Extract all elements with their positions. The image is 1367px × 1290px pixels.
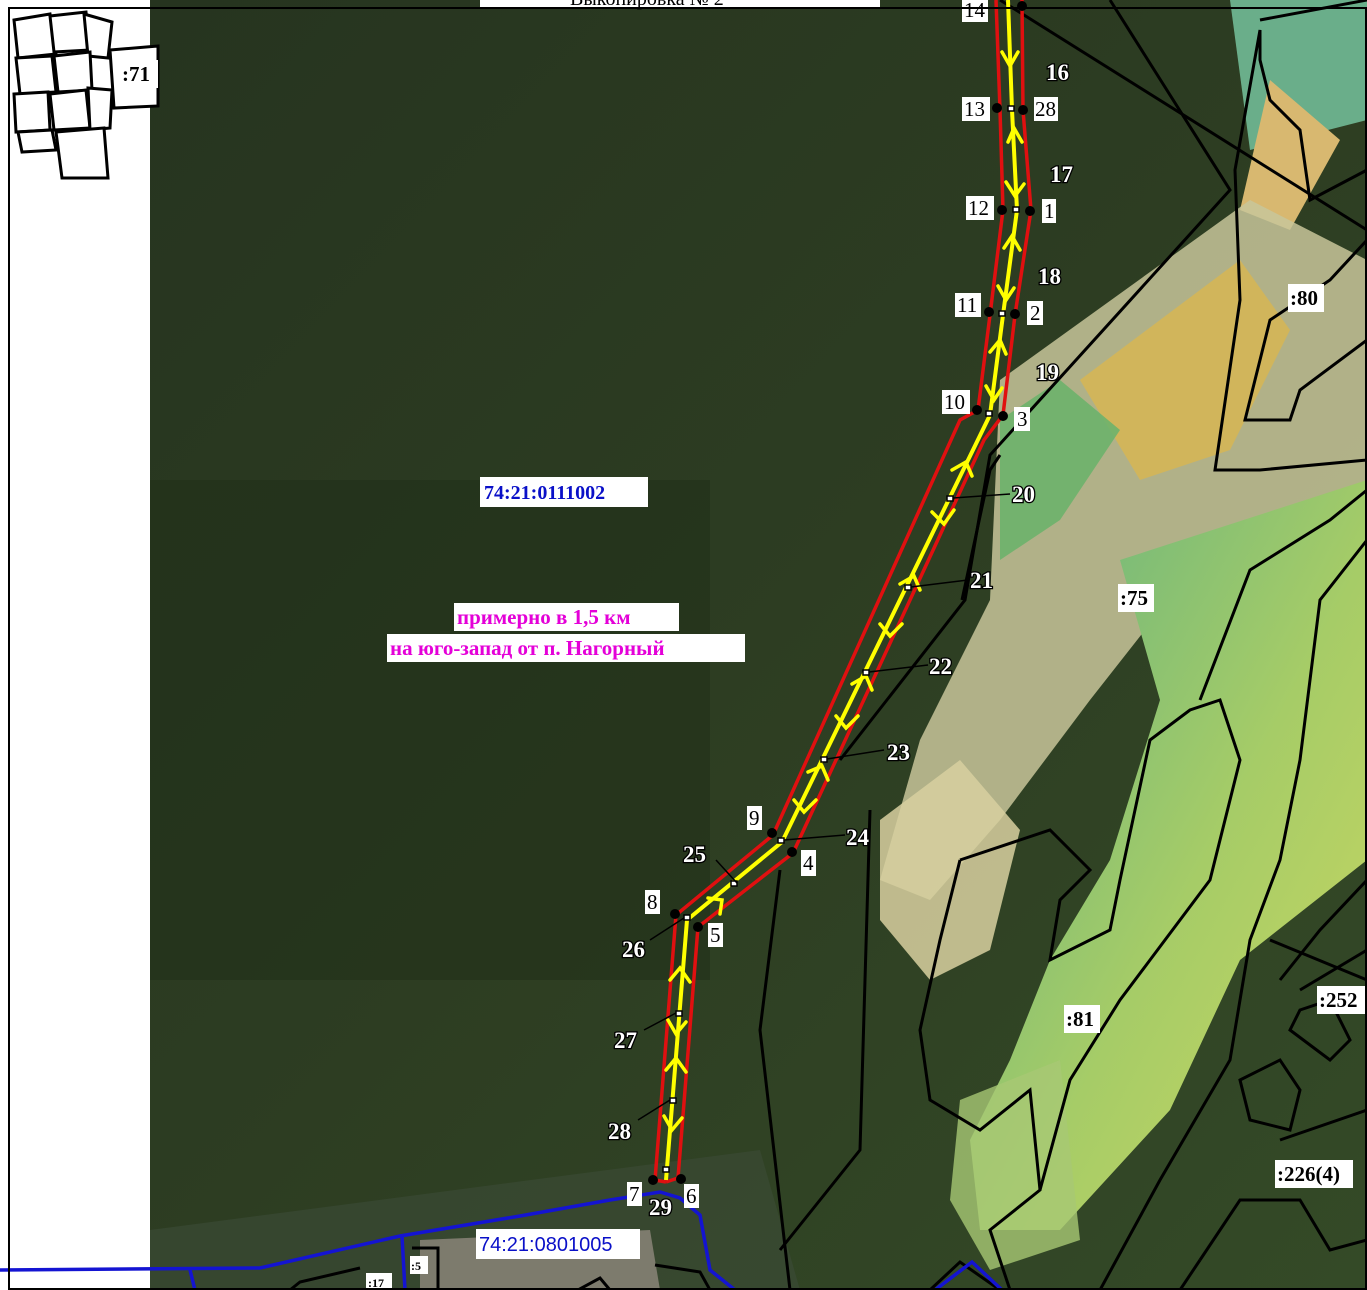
segment-label-29: 29 — [649, 1195, 672, 1220]
point-label-12: 12 — [968, 196, 989, 220]
parcel-label-80: :80 — [1290, 286, 1318, 310]
point-label-10: 10 — [944, 390, 965, 414]
point-label-28: 28 — [1035, 97, 1056, 121]
point-label-4: 4 — [803, 851, 814, 875]
point-label-7: 7 — [629, 1182, 640, 1206]
parcel-label-17: :17 — [368, 1276, 384, 1290]
point-label-11: 11 — [957, 293, 977, 317]
route-direction-arrows — [662, 50, 1026, 1134]
point-label-5: 5 — [710, 923, 721, 947]
block-labels: 74:21:0111002 74:21:0801005 — [476, 477, 648, 1259]
point-label-8: 8 — [647, 890, 658, 914]
location-note-line2: на юго-запад от п. Нагорный — [390, 636, 665, 660]
parcel-label-252: :252 — [1319, 988, 1358, 1012]
satellite-imagery — [150, 0, 1367, 1290]
no-imagery-area — [0, 0, 150, 1268]
point-label-3: 3 — [1017, 407, 1028, 431]
sheet-title-box: Выкопировка № 2 — [480, 0, 880, 10]
point-label-14: 14 — [964, 0, 986, 22]
segment-label-23: 23 — [887, 740, 910, 765]
block-label-south: 74:21:0801005 — [479, 1234, 612, 1256]
segment-label-21: 21 — [970, 568, 993, 593]
parcel-labels: :71 :80 :75 :81 :252 :226(4) :17 :5 — [120, 60, 1367, 1290]
segment-labels: 16 17 18 19 20 21 22 23 24 25 26 27 28 2… — [607, 59, 1075, 1222]
segment-label-16: 16 — [1046, 60, 1069, 85]
sheet-title: Выкопировка № 2 — [570, 0, 724, 10]
segment-label-26: 26 — [622, 937, 645, 962]
segment-label-25: 25 — [683, 842, 706, 867]
segment-label-28: 28 — [608, 1119, 631, 1144]
boundary-point-labels: 1 2 3 4 5 6 7 8 9 10 11 12 13 14 28 — [627, 0, 1058, 1208]
block-label-north: 74:21:0111002 — [484, 482, 605, 504]
segment-label-24: 24 — [846, 825, 870, 850]
segment-markers — [637, 105, 1020, 1173]
parcel-label-71: :71 — [122, 62, 150, 86]
segment-label-20: 20 — [1012, 482, 1035, 507]
parcel-label-226: :226(4) — [1277, 1162, 1340, 1186]
segment-label-22: 22 — [929, 654, 952, 679]
point-label-13: 13 — [964, 97, 985, 121]
parcel-boundaries[interactable] — [758, 0, 1367, 1290]
segment-label-18: 18 — [1038, 264, 1061, 289]
map-frame — [8, 7, 1367, 1290]
route-boundary[interactable] — [653, 0, 1033, 1184]
location-note: примерно в 1,5 км на юго-запад от п. Наг… — [387, 603, 745, 662]
point-label-6: 6 — [686, 1184, 697, 1208]
boundary-point-dots — [648, 1, 1035, 1185]
adjacent-parcels-topleft[interactable] — [12, 10, 160, 180]
point-label-2: 2 — [1030, 301, 1041, 325]
point-label-1: 1 — [1044, 199, 1055, 223]
parcel-label-75: :75 — [1120, 586, 1148, 610]
parcel-label-5: :5 — [411, 1259, 421, 1273]
location-note-line1: примерно в 1,5 км — [457, 605, 631, 629]
point-label-9: 9 — [749, 806, 760, 830]
parcel-label-81: :81 — [1066, 1007, 1094, 1031]
segment-label-19: 19 — [1036, 360, 1059, 385]
segment-label-17: 17 — [1050, 162, 1073, 187]
adjacent-parcels-bottom[interactable] — [289, 1246, 712, 1290]
segment-label-27: 27 — [614, 1028, 637, 1053]
